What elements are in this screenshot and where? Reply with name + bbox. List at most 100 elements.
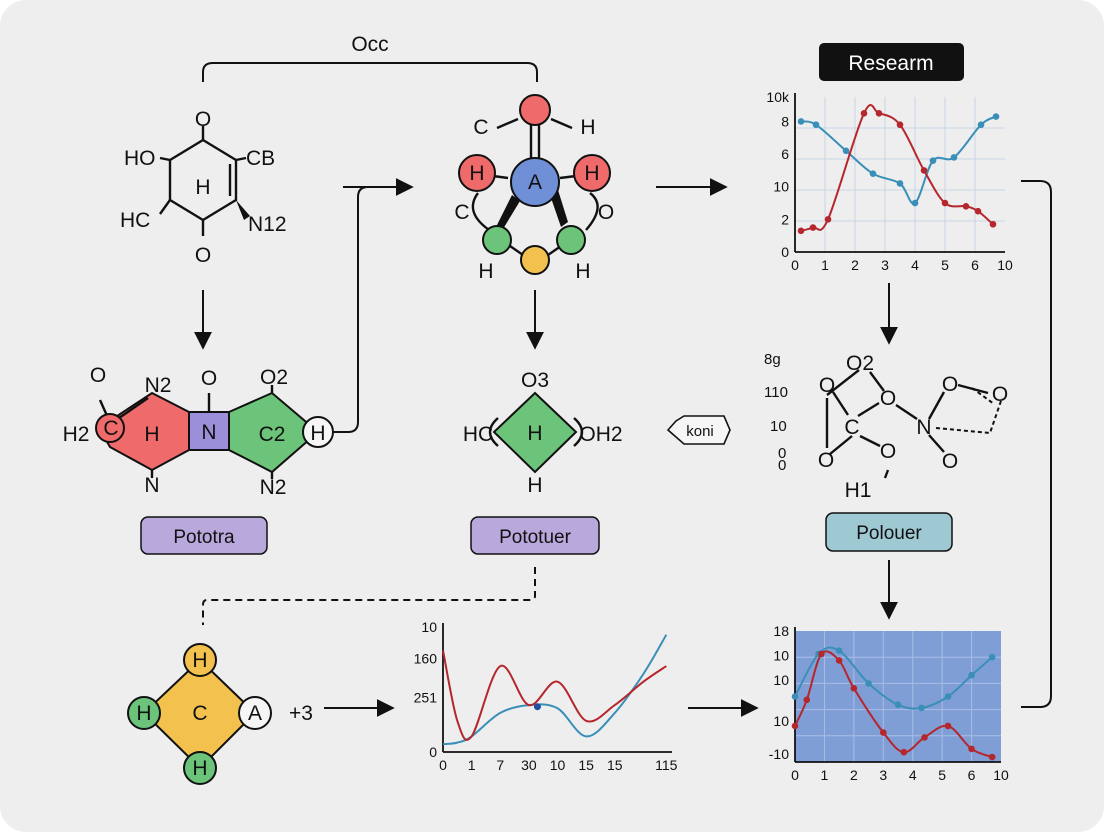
dashed-bond [971,387,995,405]
atom-label: C [844,416,859,439]
koni-label: koni [686,423,714,440]
atom-green [556,225,586,255]
atom-label: H [469,162,484,185]
y-tick-label: 2 [781,211,789,227]
atom-label: H [584,162,599,185]
data-point [988,753,996,761]
atom-label: A [528,171,542,194]
x-tick-label: 1 [821,767,829,783]
pill-left [140,516,268,555]
atom-label: O [819,374,835,397]
atom-label: A [248,702,262,725]
data-point [860,110,868,117]
research-header-box [819,43,964,81]
data-point [992,113,1000,120]
data-point [865,680,872,687]
data-point [918,704,925,712]
axis-scribble-label: 0 [778,457,786,474]
x-tick-label: 0 [791,257,799,273]
data-point [797,118,805,125]
series-line [800,115,997,205]
data-point [989,220,997,228]
x-tick-label: 15 [578,757,594,773]
data-point [797,227,805,235]
data-point [842,147,850,155]
atom-green [183,751,217,785]
ring-arc [585,192,599,231]
x-tick-label: 3 [881,257,889,273]
molecule-6: H H C A H [127,643,272,785]
y-tick-label: 6 [781,146,789,162]
x-tick-label: 1 [468,757,476,773]
atom-label: H [478,260,493,283]
atom-label: O [598,201,614,224]
bond [869,371,885,392]
atom-label: O [992,383,1008,406]
data-point [941,199,949,207]
x-tick-label: 4 [911,257,919,273]
atom-yellow [520,245,550,275]
y-tick-label: 0 [781,244,789,260]
research-header: Researm [848,52,933,75]
atom-label: C [454,201,469,224]
data-point [962,203,970,210]
y-tick-label: 10 [421,619,437,635]
x-tick-label: 2 [850,767,858,783]
data-point [944,693,952,700]
data-point [974,207,982,215]
atom-label: OH2 [579,423,622,446]
atom-label: O [880,440,896,463]
x-tick-label: 15 [607,757,623,773]
atom-label: H [195,176,210,199]
atom-white [238,696,272,730]
green-ring [228,391,320,474]
atom-label: H [310,422,325,445]
x-tick-label: 5 [938,767,946,783]
y-tick-label: 10k [766,89,790,105]
atom-label: O3 [521,369,549,392]
atom-label: N12 [248,213,287,236]
bond [159,199,171,215]
connector-line [333,186,369,433]
bond [883,469,890,479]
y-tick-label: 10 [773,672,789,688]
atom-label: N2 [145,374,172,397]
double-bond [118,397,149,419]
atom-label: N2 [260,476,287,499]
x-tick-label: 7 [496,757,504,773]
y-tick-label: 8 [781,113,789,129]
ring-arc [573,417,584,447]
x-tick-label: 6 [971,257,979,273]
atom-label: O [942,450,958,473]
plus-label: +3 [289,702,313,725]
molecule-5: 8g O2 110 O O O O 10 C N 0 O O O H1 0 [764,351,1008,502]
purple-ring [188,411,230,451]
x-tick-label: 3 [879,767,887,783]
bond [826,369,860,396]
atom-label: H [192,757,207,780]
atom-label: C [192,702,207,725]
atom-label: CB [246,147,275,170]
pill-left-label: Pototra [173,527,235,548]
molecule-3: O N2 O O2 H2 C H N C2 H N N2 [63,364,334,499]
data-point [818,650,825,658]
highlight-point [533,703,541,711]
molecule-4: O3 HC H OH2 H [463,369,623,497]
atom-label: O2 [260,366,288,389]
atom-label: O [195,108,211,131]
bond [496,117,519,130]
wedge-bond [497,195,520,229]
bond [509,245,524,256]
y-tick-label: 10 [773,179,789,195]
atom-label: H [575,260,590,283]
axis-scribble-label: 0 [778,445,786,462]
x-tick-label: 5 [941,257,949,273]
y-tick-label: 18 [773,623,789,639]
x-tick-label: 10 [993,767,1009,783]
atom-label: HC [463,423,493,446]
dashed-bond [935,397,1003,435]
data-point [812,121,820,129]
